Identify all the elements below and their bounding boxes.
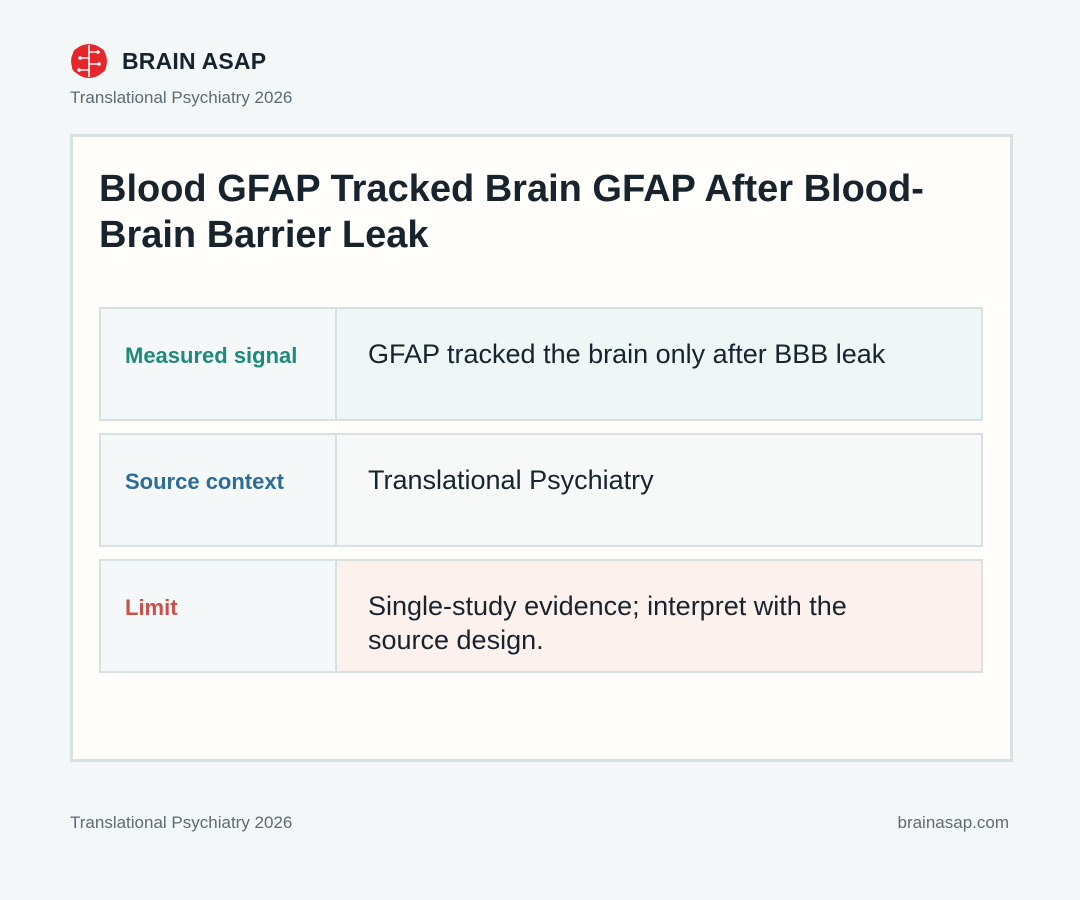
row-limit: Limit Single-study evidence; interpret w…	[99, 559, 983, 673]
row-value: Single-study evidence; interpret with th…	[337, 561, 981, 671]
brain-icon	[71, 44, 107, 78]
row-source-context: Source context Translational Psychiatry	[99, 433, 983, 547]
info-rows: Measured signal GFAP tracked the brain o…	[99, 307, 983, 685]
card-title: Blood GFAP Tracked Brain GFAP After Bloo…	[99, 168, 924, 256]
row-measured-signal: Measured signal GFAP tracked the brain o…	[99, 307, 983, 421]
footer-source: Translational Psychiatry 2026	[70, 813, 293, 832]
header: BRAIN ASAP Translational Psychiatry 2026	[70, 42, 292, 108]
summary-card: Blood GFAP Tracked Brain GFAP After Bloo…	[70, 134, 1013, 762]
row-value: Translational Psychiatry	[337, 435, 981, 545]
row-label: Measured signal	[101, 309, 337, 419]
footer-site-link[interactable]: brainasap.com	[897, 813, 1009, 832]
row-value: GFAP tracked the brain only after BBB le…	[337, 309, 981, 419]
brand-row: BRAIN ASAP	[70, 42, 292, 80]
row-label: Limit	[101, 561, 337, 671]
row-label: Source context	[101, 435, 337, 545]
brand-name: BRAIN ASAP	[122, 47, 267, 74]
brand-subtitle: Translational Psychiatry 2026	[70, 88, 293, 107]
